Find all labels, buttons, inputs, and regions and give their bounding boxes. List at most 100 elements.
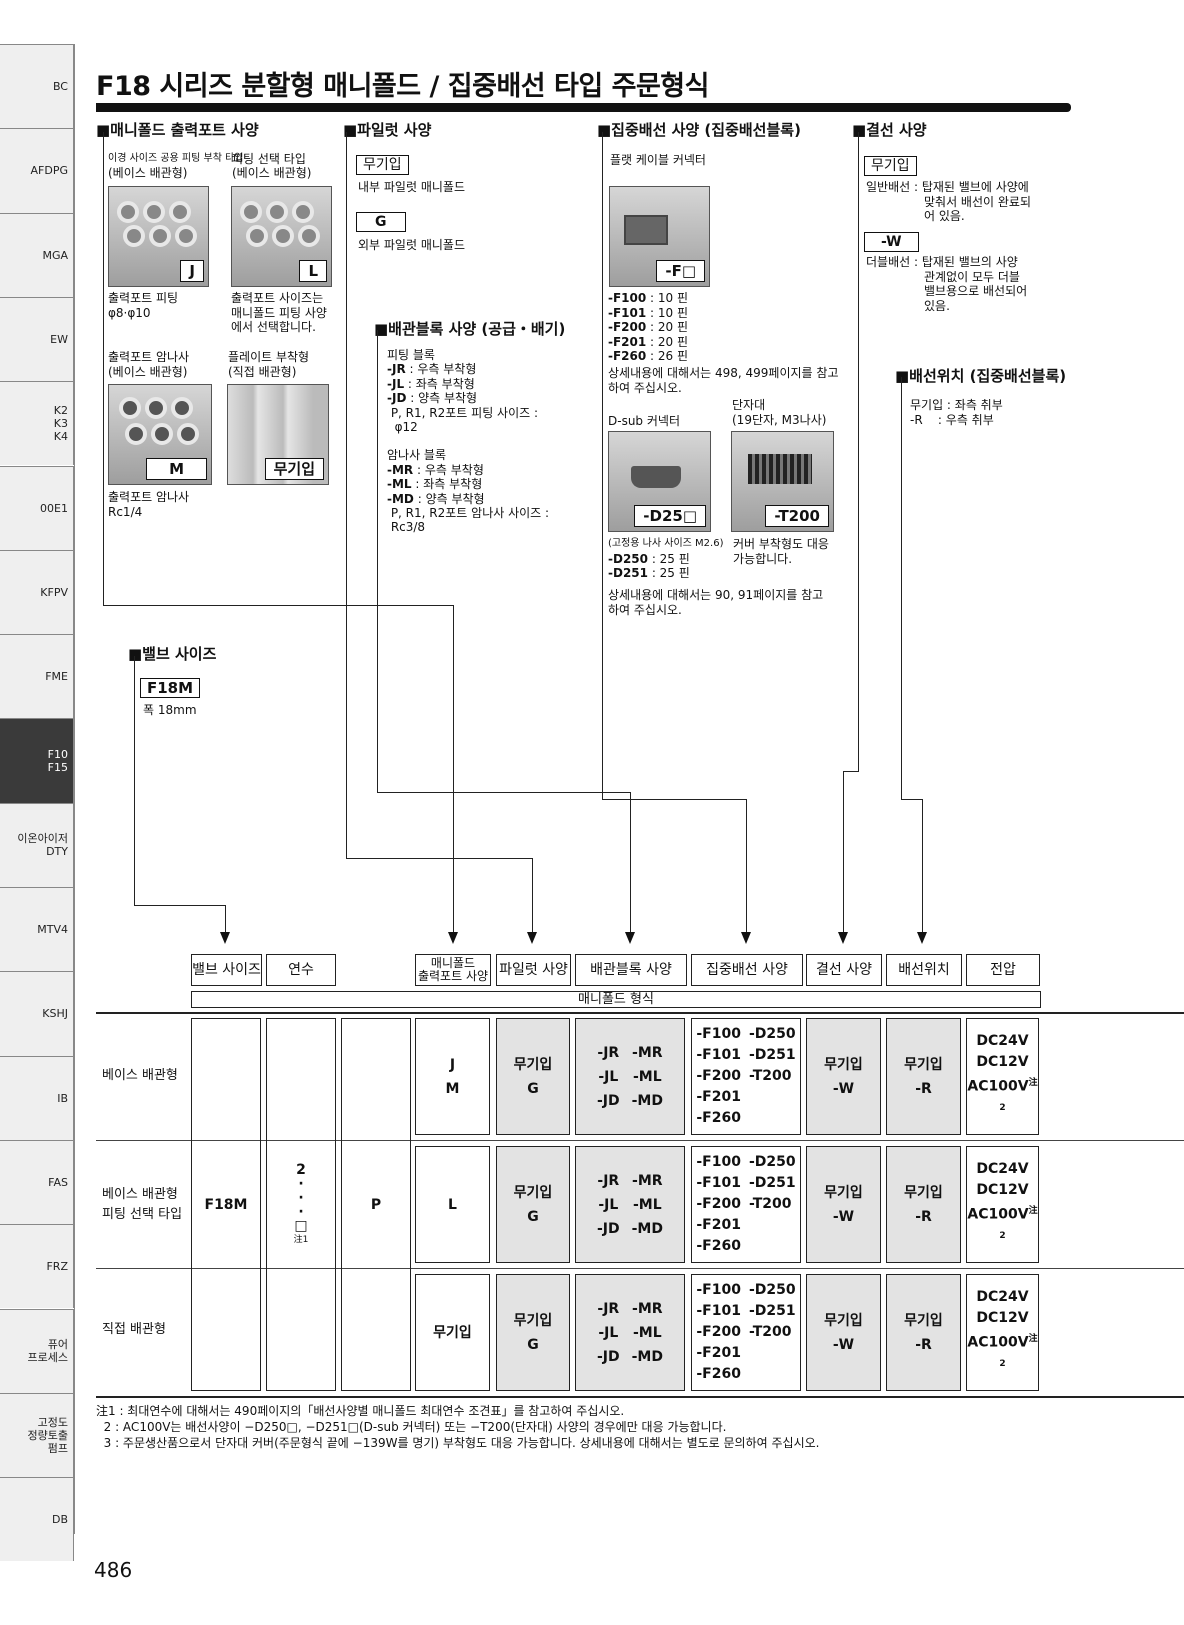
terminal-photo: -T200 xyxy=(731,431,834,532)
piping-line: P, R1, R2포트 피팅 사이즈 : xyxy=(387,405,539,420)
wiring-position-lines: 무기입 : 좌측 취부-R : 우측 취부 xyxy=(910,398,1003,427)
col-voltage: 전압 xyxy=(966,954,1040,986)
m-caption: 출력포트 암나사(베이스 배관형) xyxy=(108,350,190,379)
pin-line: -F100 : 10 핀 xyxy=(608,291,689,305)
piping-line: φ12 xyxy=(387,420,418,435)
page-title: F18 시리즈 분할형 매니폴드 / 집중배선 타입 주문형식 xyxy=(96,71,709,102)
side-tab-13[interactable]: FAS xyxy=(0,1139,74,1225)
pilot-opt2-desc: 외부 파일럿 매니폴드 xyxy=(358,238,465,252)
dsub-label: D-sub 커넥터 xyxy=(608,414,680,428)
piping-line: 피팅 블록 xyxy=(387,348,435,362)
pin-line: -F260 : 26 핀 xyxy=(608,349,689,363)
col-wiring: 집중배선 사양 xyxy=(691,954,803,986)
wiring-position-header: ■배선위치 (집중배선블록) xyxy=(895,367,1067,385)
table-top-rule xyxy=(96,1012,1184,1014)
row-label-1: 베이스 배관형 피팅 선택 타입 xyxy=(102,1187,183,1222)
side-tab-3[interactable]: EW xyxy=(0,296,74,382)
flat-cable-label: 플랫 케이블 커넥터 xyxy=(610,153,706,167)
piping-line: -MR : 우측 부착형 xyxy=(387,462,484,477)
plate-code: 무기입 xyxy=(264,458,324,480)
row-label-0: 베이스 배관형 xyxy=(102,1068,178,1083)
side-tab-11[interactable]: KSHJ xyxy=(0,971,74,1056)
terminal-label: 단자대(19단자, M3나사) xyxy=(732,398,827,427)
col-piping-block: 배관블록 사양 xyxy=(575,954,687,986)
pilot-cell: 무기입 G xyxy=(496,1274,570,1391)
manifold-type-label: 매니폴드 형식 xyxy=(191,991,1041,1008)
pilot-opt1-desc: 내부 파일럿 매니폴드 xyxy=(358,180,465,194)
valve-size-desc: 폭 18mm xyxy=(143,703,197,717)
terminal-code: -T200 xyxy=(765,505,829,527)
wiring-position-cell: 무기입 -R xyxy=(886,1274,961,1391)
notes: 注1 : 최대연수에 대해서는 490페이지의「배선사양별 매니폴드 최대연수 … xyxy=(96,1404,820,1450)
pin-line: -D250 : 25 핀 xyxy=(608,551,690,566)
valve-size-cell: F18M xyxy=(191,1018,261,1391)
side-tab-5[interactable]: 00E1 xyxy=(0,465,74,550)
valve-size-code: F18M xyxy=(140,678,201,698)
piping-line: P, R1, R2포트 암나사 사이즈 : xyxy=(387,506,550,521)
piping-line: Rc3/8 xyxy=(387,520,426,535)
pin-line: -F101 : 10 핀 xyxy=(608,305,689,320)
wiring-position-cell: 무기입 -R xyxy=(886,1018,961,1135)
side-tab-2[interactable]: MGA xyxy=(0,212,74,297)
col-stations: 연수 xyxy=(266,954,336,986)
pilot-header: ■파일럿 사양 xyxy=(343,121,432,139)
col-pilot: 파일럿 사양 xyxy=(496,954,571,986)
side-tab-7[interactable]: FME xyxy=(0,634,74,719)
connection-cell: 무기입 -W xyxy=(806,1274,881,1391)
wiring-header: ■집중배선 사양 (집중배선블록) xyxy=(597,121,801,139)
piping-line: -ML : 좌측 부착형 xyxy=(387,477,483,492)
row-label-2: 직접 배관형 xyxy=(102,1322,166,1337)
col-connection: 결선 사양 xyxy=(806,954,882,986)
flat-pin-lines: -F100 : 10 핀-F101 : 10 핀-F200 : 20 핀-F20… xyxy=(608,291,688,364)
l-caption: 피팅 선택 타입(베이스 배관형) xyxy=(232,152,312,180)
side-tab-6[interactable]: KFPV xyxy=(0,549,74,635)
pin-line: -F201 : 20 핀 xyxy=(608,334,689,349)
pin-line: (고정용 나사 사이즈 M2.6) xyxy=(608,538,724,549)
side-tab-16[interactable]: 고정도 정량토출 펌프 xyxy=(0,1392,74,1478)
piping-line: -JL : 좌측 부착형 xyxy=(387,376,475,391)
side-tab-15[interactable]: 퓨어 프로세스 xyxy=(0,1308,74,1393)
side-tab-14[interactable]: FRZ xyxy=(0,1224,74,1309)
connection-cell: 무기입 -W xyxy=(806,1018,881,1135)
port-cell: J M xyxy=(415,1018,490,1135)
piping-line: -JR : 우측 부착형 xyxy=(387,362,477,377)
table-bottom-rule xyxy=(96,1396,1184,1398)
side-tab-12[interactable]: IB xyxy=(0,1055,74,1140)
j-port-photo: J xyxy=(108,186,209,287)
wiring-position-cell: 무기입 -R xyxy=(886,1146,961,1263)
piping-line xyxy=(387,434,549,448)
col-output-port: 매니폴드 출력포트 사양 xyxy=(415,954,491,986)
wiring-cell: -F100 -F101 -F200 -F201 -F260-D250 -D251… xyxy=(691,1146,801,1263)
port-cell: 무기입 xyxy=(415,1274,490,1391)
pilot-opt1-code: 무기입 xyxy=(356,155,409,175)
pin-line: -F200 : 20 핀 xyxy=(608,320,689,334)
connection-opt1-code: 무기입 xyxy=(864,156,917,176)
plate-caption: 플레이트 부착형(직접 배관형) xyxy=(228,350,310,379)
plate-port-photo: 무기입 xyxy=(227,384,329,485)
side-tab-4[interactable]: K2 K3 K4 xyxy=(0,381,74,466)
piping-line: -MD : 양측 부착형 xyxy=(387,491,485,506)
side-tab-0[interactable]: BC xyxy=(0,44,74,129)
piping-cell: -JR -JL -JD-MR -ML -MD xyxy=(575,1274,685,1391)
side-tab-10[interactable]: MTV4 xyxy=(0,887,74,972)
piping-cell: -JR -JL -JD-MR -ML -MD xyxy=(575,1018,685,1135)
pilot-cell: 무기입 G xyxy=(496,1018,570,1135)
col-wiring-position: 배선위치 xyxy=(886,954,962,986)
valve-size-header: ■밸브 사이즈 xyxy=(128,645,217,663)
m-port-photo: M xyxy=(108,384,212,485)
side-tab-9[interactable]: 이온아이저 DTY xyxy=(0,802,74,887)
pilot-opt2-code: G xyxy=(356,212,406,232)
title-bar xyxy=(96,103,1071,112)
side-tab-17[interactable]: DB xyxy=(0,1477,74,1562)
l-code: L xyxy=(299,260,327,282)
side-tab-1[interactable]: AFDPG xyxy=(0,128,74,213)
dsub-pin-lines: (고정용 나사 사이즈 M2.6)-D250 : 25 핀-D251 : 25 … xyxy=(608,537,723,581)
side-tab-8[interactable]: F10 F15 xyxy=(0,718,74,803)
connection-header: ■결선 사양 xyxy=(852,121,927,139)
